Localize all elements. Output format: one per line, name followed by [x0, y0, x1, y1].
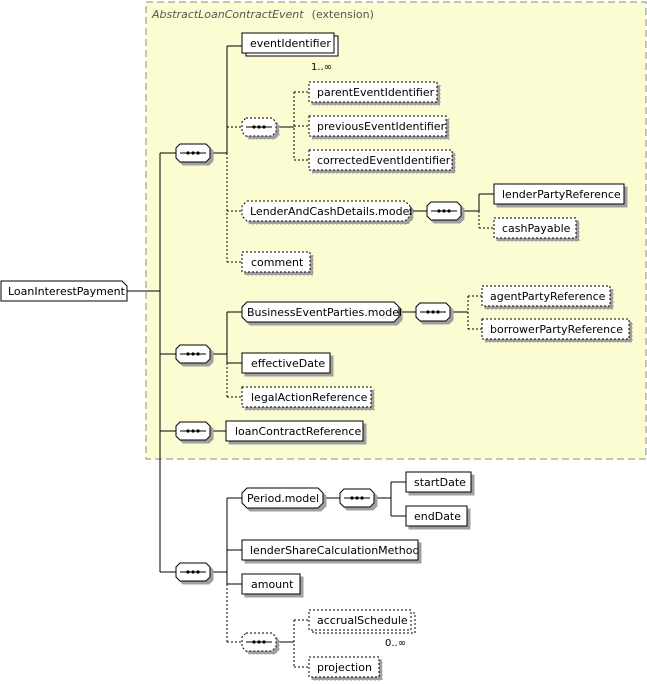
- element-borrowerPartyReference[interactable]: borrowerPartyReference: [481, 318, 630, 340]
- choice-compositor-2: [241, 632, 277, 652]
- element-lenderShareCalculationMethod[interactable]: lenderShareCalculationMethod: [241, 539, 419, 561]
- element-agentPartyReference[interactable]: agentPartyReference: [481, 285, 611, 307]
- group-periodModel[interactable]: Period.model: [241, 487, 324, 509]
- element-accrualSchedule[interactable]: accrualSchedule: [308, 609, 416, 634]
- sequence-compositor-5: [175, 421, 211, 441]
- sequence-compositor-3: [175, 344, 211, 364]
- comment-label: comment: [251, 256, 304, 269]
- previousEventIdentifier-label: previousEventIdentifier: [317, 120, 446, 133]
- element-eventIdentifier[interactable]: eventIdentifier: [241, 32, 339, 57]
- connectors: [127, 45, 494, 668]
- sequence-compositor-7: [339, 488, 375, 508]
- element-lenderPartyReference[interactable]: lenderPartyReference: [493, 183, 625, 205]
- sequence-compositor-4: [415, 302, 451, 322]
- extension-title: AbstractLoanContractEvent (extension): [151, 3, 374, 22]
- extension-suffix: (extension): [312, 8, 374, 21]
- element-endDate[interactable]: endDate: [405, 505, 468, 527]
- accrualSchedule-cardinality: 0..∞: [385, 638, 406, 649]
- projection-label: projection: [317, 661, 372, 674]
- choice-compositor-1: [241, 117, 277, 137]
- eventIdentifier-label: eventIdentifier: [250, 37, 331, 50]
- businessEventParties-label: BusinessEventParties.model: [247, 306, 402, 319]
- group-businessEventParties[interactable]: BusinessEventParties.model: [241, 301, 402, 323]
- element-startDate[interactable]: startDate: [405, 471, 472, 493]
- correctedEventIdentifier-label: correctedEventIdentifier: [317, 154, 451, 167]
- legalActionReference-label: legalActionReference: [251, 391, 368, 404]
- element-loanContractReference[interactable]: loanContractReference: [225, 420, 364, 442]
- amount-label: amount: [251, 578, 294, 591]
- sequence-compositor-6: [175, 562, 211, 582]
- root-label: LoanInterestPayment: [8, 285, 126, 298]
- cashPayable-label: cashPayable: [502, 222, 571, 235]
- extension-type-name: AbstractLoanContractEvent: [151, 8, 304, 21]
- group-lenderAndCashDetails[interactable]: LenderAndCashDetails.model: [241, 200, 412, 222]
- element-effectiveDate[interactable]: effectiveDate: [241, 352, 331, 374]
- parentEventIdentifier-label: parentEventIdentifier: [317, 86, 435, 99]
- lenderShareCalculationMethod-label: lenderShareCalculationMethod: [250, 544, 419, 557]
- root-element[interactable]: LoanInterestPayment: [0, 280, 128, 302]
- element-legalActionReference[interactable]: legalActionReference: [241, 386, 372, 408]
- sequence-compositor-1: [175, 143, 211, 163]
- element-comment[interactable]: comment: [241, 251, 311, 273]
- element-projection[interactable]: projection: [308, 656, 380, 678]
- sequence-compositor-2: [426, 201, 462, 221]
- endDate-label: endDate: [414, 510, 461, 523]
- effectiveDate-label: effectiveDate: [251, 357, 325, 370]
- element-previousEventIdentifier[interactable]: previousEventIdentifier: [308, 115, 447, 137]
- element-amount[interactable]: amount: [241, 573, 301, 595]
- element-parentEventIdentifier[interactable]: parentEventIdentifier: [308, 81, 438, 103]
- periodModel-label: Period.model: [247, 492, 319, 505]
- eventIdentifier-cardinality: 1..∞: [311, 62, 332, 73]
- lenderPartyReference-label: lenderPartyReference: [502, 188, 621, 201]
- borrowerPartyReference-label: borrowerPartyReference: [490, 323, 623, 336]
- lenderAndCashDetails-label: LenderAndCashDetails.model: [250, 205, 412, 218]
- element-cashPayable[interactable]: cashPayable: [493, 217, 577, 239]
- agentPartyReference-label: agentPartyReference: [490, 290, 606, 303]
- element-correctedEventIdentifier[interactable]: correctedEventIdentifier: [308, 149, 453, 171]
- accrualSchedule-label: accrualSchedule: [317, 614, 408, 627]
- startDate-label: startDate: [414, 476, 466, 489]
- loanContractReference-label: loanContractReference: [235, 425, 361, 438]
